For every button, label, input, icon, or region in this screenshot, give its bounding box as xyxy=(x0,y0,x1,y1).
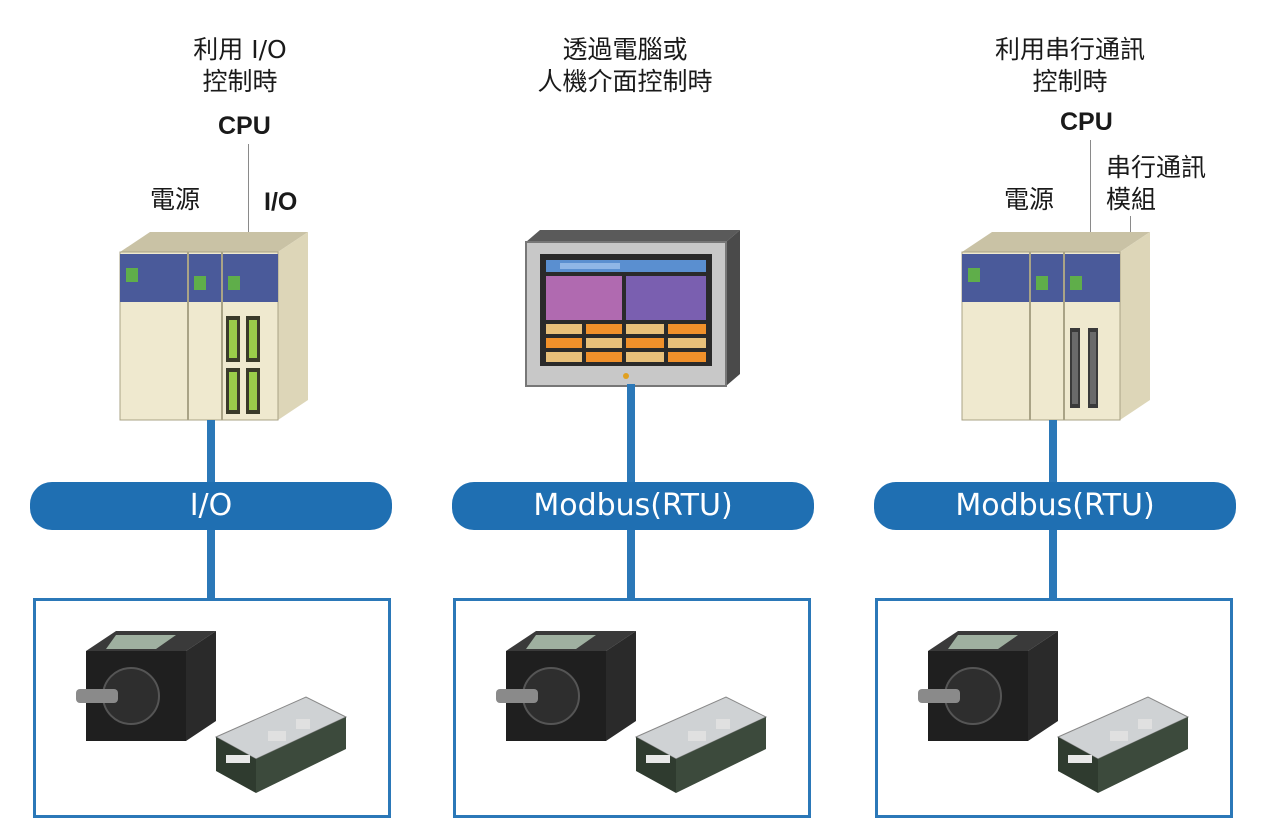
power-label: 電源 xyxy=(1004,185,1055,214)
plc-unit-icon xyxy=(119,232,308,421)
module-label: 串行通訊 模組 xyxy=(1106,152,1206,216)
module-leader xyxy=(1130,216,1131,242)
driver-board-icon xyxy=(214,696,348,793)
device-box xyxy=(33,598,391,818)
bus-modbus: Modbus(RTU) xyxy=(452,482,814,530)
motor-icon xyxy=(496,631,636,741)
title-line2: 控制時 xyxy=(202,67,278,96)
title-line2: 人機介面控制時 xyxy=(537,67,713,96)
power-label: 電源 xyxy=(150,185,201,214)
device-box xyxy=(453,598,811,818)
motor-icon xyxy=(76,631,216,741)
title-line1: 利用 I/O xyxy=(193,35,287,64)
bus-modbus: Modbus(RTU) xyxy=(874,482,1236,530)
device-box xyxy=(875,598,1233,818)
cpu-leader xyxy=(248,144,249,240)
motor-icon xyxy=(918,631,1058,741)
title-line2: 控制時 xyxy=(1032,67,1108,96)
io-label: I/O xyxy=(264,188,298,216)
driver-board-icon xyxy=(1056,696,1190,793)
cpu-leader xyxy=(1090,140,1091,240)
hmi-panel-icon xyxy=(525,230,740,387)
driver-board-icon xyxy=(634,696,768,793)
module-label-line2: 模組 xyxy=(1106,185,1157,214)
bus-io: I/O xyxy=(30,482,392,530)
title-line1: 透過電腦或 xyxy=(562,35,688,64)
column-title: 透過電腦或 人機介面控制時 xyxy=(510,34,740,98)
plc-unit-icon xyxy=(961,232,1150,421)
module-label-line1: 串行通訊 xyxy=(1106,153,1207,182)
cpu-label: CPU xyxy=(1060,108,1113,136)
column-title: 利用 I/O 控制時 xyxy=(150,34,330,98)
cpu-label: CPU xyxy=(218,112,271,140)
title-line1: 利用串行通訊 xyxy=(994,35,1145,64)
column-title: 利用串行通訊 控制時 xyxy=(960,34,1180,98)
